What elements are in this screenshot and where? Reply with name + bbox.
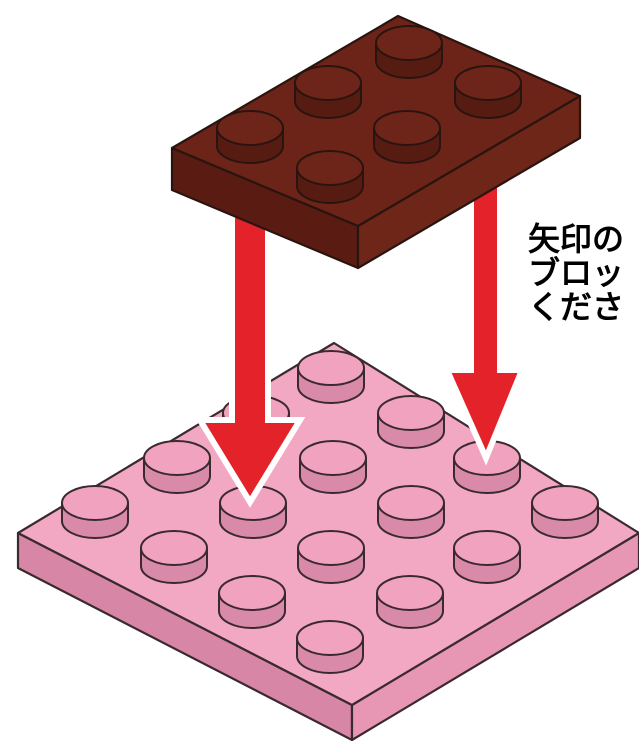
instruction-line-1: 矢印の bbox=[528, 222, 625, 258]
stud-icon bbox=[531, 485, 599, 539]
stud-icon bbox=[453, 530, 521, 584]
stud-icon bbox=[375, 25, 443, 79]
stud-icon bbox=[219, 485, 287, 539]
stud-icon bbox=[373, 110, 441, 164]
stud-icon bbox=[296, 150, 364, 204]
stud-icon bbox=[61, 485, 129, 539]
down-arrow-icon bbox=[194, 197, 306, 508]
instruction-line-2: ブロッ bbox=[528, 254, 625, 292]
stud-icon bbox=[296, 620, 364, 674]
down-arrow-icon bbox=[442, 172, 527, 466]
instruction-text: 矢印の ブロッ くださ bbox=[528, 222, 639, 324]
stud-icon bbox=[297, 350, 365, 404]
stud-icon bbox=[376, 575, 444, 629]
stud-icon bbox=[297, 530, 365, 584]
stud-icon bbox=[218, 575, 286, 629]
brick-studs bbox=[216, 25, 522, 204]
stud-icon bbox=[143, 440, 211, 494]
stud-icon bbox=[294, 65, 362, 119]
stud-icon bbox=[377, 485, 445, 539]
stud-icon bbox=[377, 395, 445, 449]
stud-icon bbox=[140, 530, 208, 584]
stud-icon bbox=[299, 440, 367, 494]
instruction-line-3: くださ bbox=[528, 288, 625, 324]
stud-icon bbox=[454, 65, 522, 119]
stud-icon bbox=[216, 110, 284, 164]
